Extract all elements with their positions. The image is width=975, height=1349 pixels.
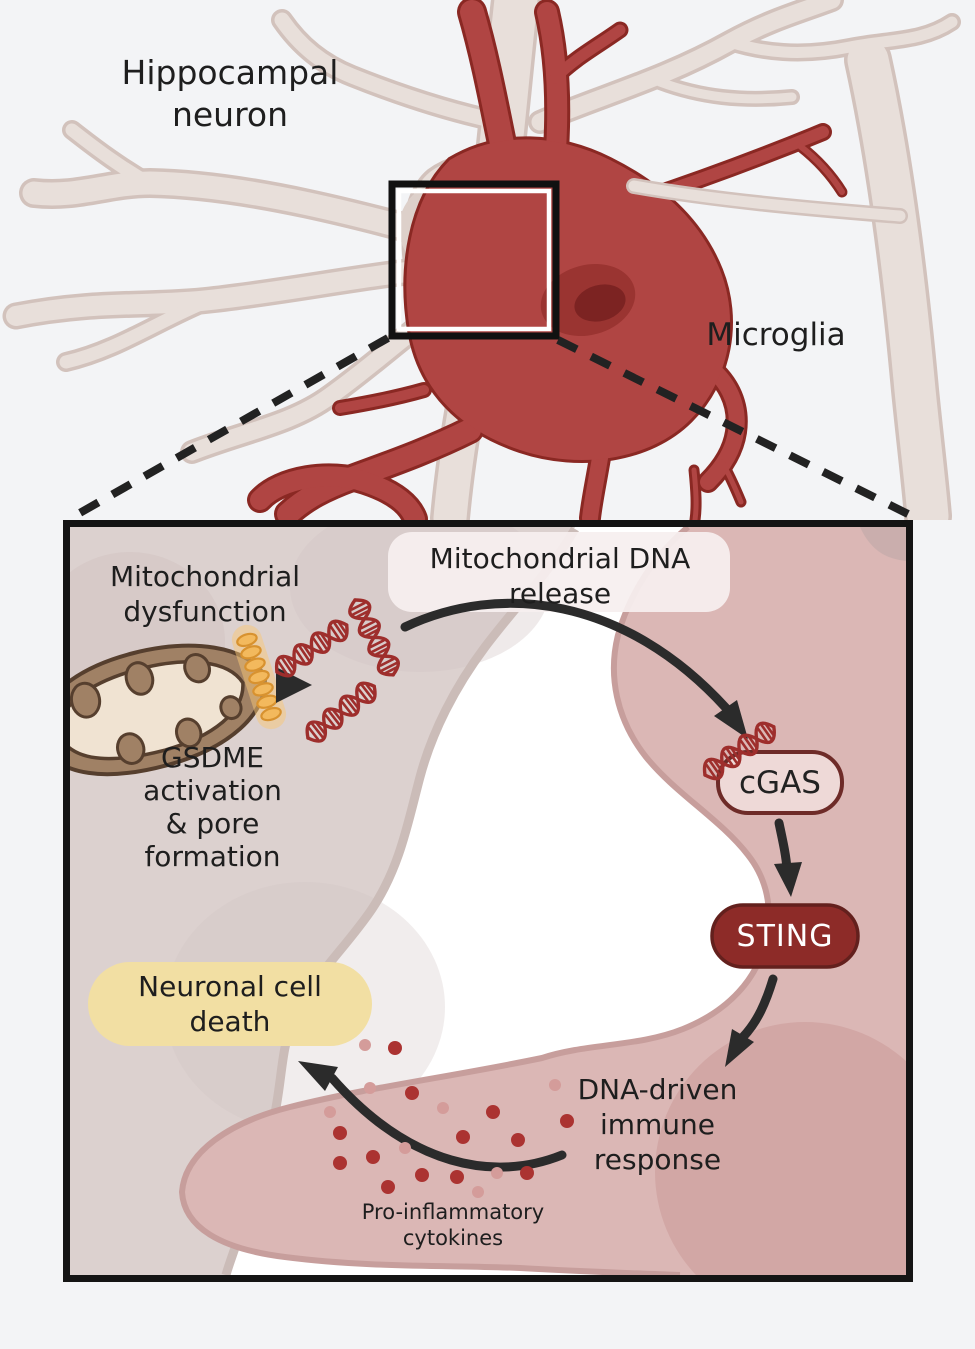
inset-microglia-nucleus: [655, 1022, 906, 1275]
mtdna-release-label-bg: [388, 532, 730, 612]
pathway-arrow-sting-to-immune: [725, 974, 778, 1067]
inset-panel: Mitochondrial dysfunction Mitochondrial …: [63, 520, 913, 1282]
dashed-connector-line-left: [76, 334, 390, 518]
cytokines-label: Pro-inflammatory cytokines: [361, 1200, 545, 1250]
microglia-label: Microglia: [706, 317, 846, 353]
cgas-label: cGAS: [739, 764, 821, 801]
sting-label: STING: [736, 918, 834, 954]
pathway-arrow-cgas-to-sting: [774, 818, 802, 897]
sting-pill: [710, 903, 860, 969]
cgas-pill: [716, 750, 844, 815]
mitochondrial-dysfunction-label: Mitochondrial dysfunction: [109, 560, 301, 628]
pathway-arrow-dna-to-cgas: [400, 598, 748, 739]
cytokine-dots: [324, 1039, 574, 1198]
zoom-inset-box: [388, 180, 560, 340]
microglia-illustration: [247, 0, 848, 520]
neuronal-cell-death-highlight: [88, 962, 372, 1046]
overview-illustration: [2, 0, 961, 520]
hippocampal-neuron-label: Hippocampal neuron: [121, 53, 339, 134]
inset-illustration: [70, 527, 906, 1275]
mtdna-release-label: Mitochondrial DNA release: [429, 542, 691, 610]
pathway-arrow-immune-to-death: [298, 1061, 567, 1172]
gsdme-activation-label: GSDME activation & pore formation: [143, 741, 282, 873]
neuron-branch-over: [626, 178, 908, 224]
neuronal-death-label: Neuronal cell death: [138, 970, 322, 1038]
immune-response-label: DNA-driven immune response: [577, 1073, 738, 1176]
dashed-connector-line-right: [556, 336, 910, 518]
